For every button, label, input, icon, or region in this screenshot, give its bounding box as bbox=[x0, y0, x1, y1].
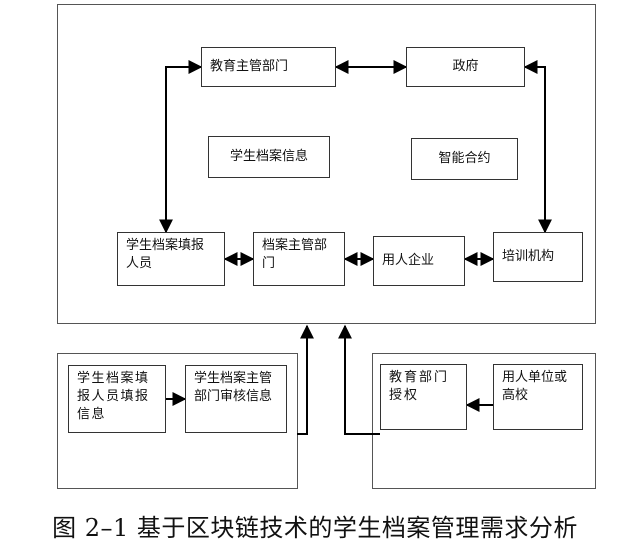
node-edu-auth-label: 教育部门授权 bbox=[389, 370, 450, 403]
node-edu-auth: 教育部门授权 bbox=[380, 364, 467, 430]
node-smart-contract-label: 智能合约 bbox=[438, 151, 491, 166]
node-student-archive-info: 学生档案信息 bbox=[208, 136, 330, 178]
node-employer-label: 用人企业 bbox=[382, 253, 435, 268]
node-archive-filler-label: 学生档案填报人员 bbox=[126, 238, 205, 271]
node-filler-info-label: 学生档案填报人员填报信息 bbox=[77, 371, 150, 422]
node-archive-review-info-label: 学生档案主管部门审核信息 bbox=[194, 371, 273, 404]
node-archive-dept-label: 档案主管部门 bbox=[262, 238, 328, 271]
node-employer-or-school: 用人单位或高校 bbox=[493, 364, 583, 430]
node-government-label: 政府 bbox=[452, 59, 479, 74]
edge-edu-filler bbox=[159, 60, 203, 234]
figure-caption: 图 2–1 基于区块链技术的学生档案管理需求分析 bbox=[52, 514, 578, 542]
node-employer-or-school-label: 用人单位或高校 bbox=[502, 370, 568, 403]
node-training-org-label: 培训机构 bbox=[502, 249, 555, 264]
node-edu-dept-label: 教育主管部门 bbox=[210, 59, 289, 74]
node-smart-contract: 智能合约 bbox=[411, 138, 518, 180]
node-government: 政府 bbox=[406, 47, 525, 87]
node-employer: 用人企业 bbox=[373, 236, 465, 286]
node-archive-review-info: 学生档案主管部门审核信息 bbox=[185, 365, 287, 433]
edge-gov-training bbox=[523, 60, 552, 234]
node-filler-info: 学生档案填报人员填报信息 bbox=[68, 365, 166, 433]
node-edu-dept: 教育主管部门 bbox=[201, 47, 336, 87]
node-archive-dept: 档案主管部门 bbox=[253, 232, 345, 286]
edge-left-to-main bbox=[297, 324, 314, 435]
edge-right-to-main bbox=[338, 324, 380, 435]
node-training-org: 培训机构 bbox=[493, 232, 583, 282]
node-student-archive-info-label: 学生档案信息 bbox=[229, 149, 308, 164]
node-archive-filler: 学生档案填报人员 bbox=[117, 232, 225, 286]
